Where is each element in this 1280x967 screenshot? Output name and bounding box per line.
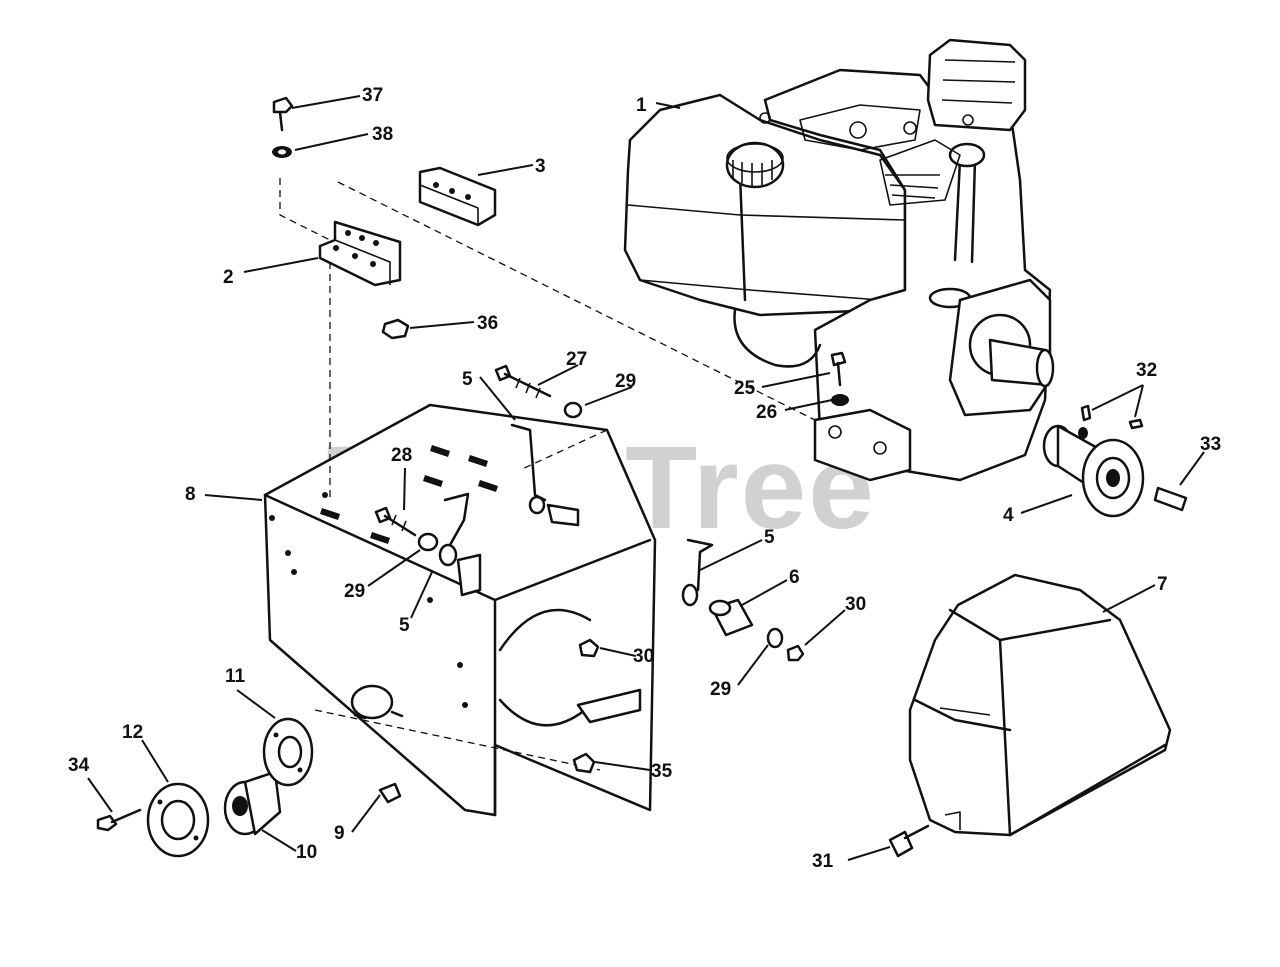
- callout-38: 38: [372, 124, 393, 145]
- callout-33: 33: [1200, 434, 1221, 455]
- callout-29-upper: 29: [615, 371, 636, 392]
- callout-29-mid: 29: [344, 581, 365, 602]
- callout-5-right: 5: [764, 527, 775, 548]
- bracket-3: [418, 166, 497, 227]
- callout-5-lower: 5: [399, 615, 410, 636]
- callout-26: 26: [756, 402, 777, 423]
- bracket-2: [318, 220, 402, 287]
- callout-labels: 1 2 3 4 5 5 5 6 7 8 9 10 11 12 25 26 27 …: [68, 85, 1221, 872]
- pulley: [1042, 424, 1145, 518]
- callout-30-center: 30: [633, 646, 654, 667]
- callout-27: 27: [566, 349, 587, 370]
- callout-37: 37: [362, 85, 383, 106]
- callout-8: 8: [185, 484, 196, 505]
- callout-12: 12: [122, 722, 143, 743]
- callout-4: 4: [1003, 505, 1014, 526]
- assembly-line-bracket-engine: [279, 178, 816, 421]
- callout-7: 7: [1157, 574, 1168, 595]
- callout-31: 31: [812, 851, 834, 872]
- callout-5-upper: 5: [462, 369, 473, 390]
- bearing: [223, 770, 282, 836]
- flange-12: [146, 782, 210, 858]
- callout-10: 10: [296, 842, 317, 863]
- callout-3: 3: [535, 156, 546, 177]
- frame-panel: [263, 250, 657, 817]
- callout-11: 11: [225, 666, 246, 687]
- callout-34: 34: [68, 755, 90, 776]
- callout-35: 35: [651, 761, 673, 782]
- callout-6: 6: [789, 567, 800, 588]
- callout-9: 9: [334, 823, 345, 844]
- callout-28: 28: [391, 445, 412, 466]
- callout-29-right: 29: [710, 679, 731, 700]
- leader-lines: [87, 95, 1205, 861]
- flange-11: [262, 717, 314, 787]
- shroud: [908, 573, 1172, 837]
- callout-30-right: 30: [845, 594, 866, 615]
- hardware: [96, 96, 1188, 858]
- callout-2: 2: [223, 267, 234, 288]
- callout-32: 32: [1136, 360, 1157, 381]
- callout-25: 25: [734, 378, 756, 399]
- engine: [623, 38, 1055, 482]
- callout-1: 1: [636, 95, 647, 116]
- callout-36: 36: [477, 313, 498, 334]
